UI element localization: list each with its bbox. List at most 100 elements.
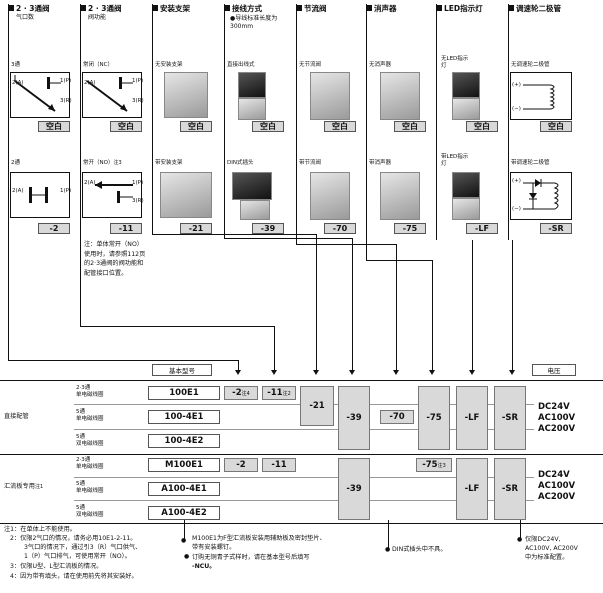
- function-opt1-label: 常闭（NC）: [83, 62, 113, 68]
- voltage-dc24: DC24V: [538, 470, 570, 480]
- function-note: 注：单体常开（NO）使用时，请参照112页的2·3通阀的阀功能和配管接口位置。: [84, 241, 146, 277]
- lead-line-wiring: [224, 4, 225, 238]
- connector-silencer: [366, 260, 432, 261]
- silencer-opt1-label: 无消声器: [369, 62, 392, 68]
- code-throttle-70: -70: [324, 223, 356, 234]
- code-wiring-blank: 空白: [252, 121, 284, 132]
- col-function-sub: 阀功能: [88, 14, 107, 21]
- code-wiring-39: -39: [252, 223, 284, 234]
- col-function-title: 2 · 3通阀: [80, 4, 122, 14]
- connector-wiring: [224, 238, 352, 239]
- dot-icon: ●: [230, 15, 236, 22]
- diode2-minus-label: (−): [512, 206, 521, 212]
- code-39-cell-2: -39: [338, 458, 370, 520]
- valve-photo-bracket: [160, 172, 212, 218]
- connector-led-drop: [472, 240, 473, 372]
- code-lf-cell-1: -LF: [456, 386, 488, 450]
- diode-minus-label: (−): [512, 106, 521, 112]
- throttle-opt2-label: 带节流阀: [299, 160, 322, 166]
- col-throttle-title: 节流阀: [296, 4, 327, 14]
- diode-with-symbol: [510, 172, 572, 220]
- voltage-ac100: AC100V: [538, 481, 576, 491]
- col-bracket-title: 安装支架: [152, 4, 190, 14]
- code-ports-blank: 空白: [38, 121, 70, 132]
- dot-icon: ●: [385, 546, 391, 553]
- section-direct-label: 直接配管: [4, 413, 29, 420]
- valve-photo-no-silencer: [380, 72, 420, 120]
- valve-2way-symbol-icon: [29, 187, 48, 203]
- valve-photo-no-bracket: [164, 72, 208, 118]
- wiring-opt1-label: 直接出线式: [227, 62, 255, 68]
- row5-label: 5通单电磁线圈: [76, 481, 104, 494]
- valve-photo-led: [452, 198, 480, 220]
- connector-ports-drop: [238, 360, 239, 372]
- port-label-1p-nc: 1(P): [132, 78, 144, 84]
- code-led-lf: -LF: [466, 223, 498, 234]
- note-m2: 带有安装螺钉。: [192, 544, 236, 551]
- note-2c: 1（P）气口排气，可使用常开（NO）。: [24, 553, 131, 560]
- note-din: DIN式插头中不具。: [392, 546, 447, 553]
- diode-none-symbol: [510, 72, 572, 120]
- connector-diode-drop: [512, 240, 513, 372]
- voltage-ac200: AC200V: [538, 424, 576, 434]
- section-manifold-label: 汇流板专用注1: [4, 483, 44, 490]
- code-lf-cell-2: -LF: [456, 458, 488, 520]
- code-silencer-75: -75: [394, 223, 426, 234]
- table-top-line: [0, 380, 603, 381]
- lead-line-bracket: [152, 4, 153, 234]
- row4-code-2: -2: [224, 458, 258, 472]
- row3-label: 5通双电磁线圈: [76, 434, 104, 447]
- voltage-ac100: AC100V: [538, 413, 576, 423]
- arrow-down-icon: [349, 370, 355, 375]
- lead-line-led: [436, 4, 437, 240]
- dot-icon: ●: [184, 553, 190, 560]
- voltage-ac200: AC200V: [538, 492, 576, 502]
- note-m1: M100E1为F型汇流板安装用辅助板及密封垫片、: [192, 535, 326, 542]
- note-1: 注1：在单体上不能使用。: [4, 526, 76, 533]
- code-diode-sr: -SR: [540, 223, 572, 234]
- valve-photo-no-throttle: [310, 72, 350, 120]
- code-function-11: -11: [110, 223, 142, 234]
- port-label-2a: 2(A): [12, 80, 24, 86]
- row6-label: 5通双电磁线圈: [76, 505, 104, 518]
- code-75-cell: -75: [418, 386, 450, 450]
- connector-wiring-drop: [352, 238, 353, 372]
- note-v3: 中为标准配置。: [525, 554, 569, 561]
- function-opt2-label: 常开（NO）注3: [83, 160, 122, 166]
- arrow-down-icon: [313, 370, 319, 375]
- model-100-4e1: 100-4E1: [148, 410, 220, 424]
- pointer-din: [388, 520, 389, 550]
- bracket-opt2-label: 带安装支架: [155, 160, 183, 166]
- valve-photo-din: [240, 200, 270, 220]
- dot-icon: ●: [181, 537, 187, 544]
- note-v2: AC100V, AC200V: [525, 545, 578, 552]
- dot-icon: ●: [517, 536, 523, 543]
- port-label-2a-2way: 2(A): [12, 188, 24, 194]
- led-opt1-label: 无LED指示灯: [441, 56, 469, 69]
- valve-photo-throttle: [310, 172, 350, 220]
- connector-bracket-drop: [316, 234, 317, 372]
- valve-nc-symbol-icon: [86, 77, 133, 112]
- row-divider: [74, 429, 534, 430]
- code-70-cell: -70: [380, 410, 414, 424]
- pointer-model: [184, 520, 185, 540]
- arrow-down-icon: [271, 370, 277, 375]
- connector-ports: [8, 360, 238, 361]
- diode-coil-symbol-icon: [523, 179, 559, 210]
- row-divider: [74, 477, 534, 478]
- led-opt2-label: 带LED指示灯: [441, 154, 469, 167]
- voltage-list-1: DC24V AC100V AC200V: [538, 402, 575, 435]
- connector-bracket: [152, 234, 316, 235]
- voltage-dc24: DC24V: [538, 402, 570, 412]
- port-label-2a-no: 2(A): [84, 180, 96, 186]
- ports-opt1-label: 3通: [11, 62, 20, 68]
- model-a100-4e1: A100-4E1: [148, 482, 220, 496]
- model-a100-4e2: A100-4E2: [148, 506, 220, 520]
- valve-3way-symbol-icon: [14, 75, 61, 112]
- code-bracket-blank: 空白: [180, 121, 212, 132]
- ports-opt2-label: 2通: [11, 160, 20, 166]
- note-2a: 2：仅限2气口的情况，请务必用10E1-2-11。: [10, 535, 137, 542]
- col-diode-title: 调速轮二极管: [508, 4, 561, 14]
